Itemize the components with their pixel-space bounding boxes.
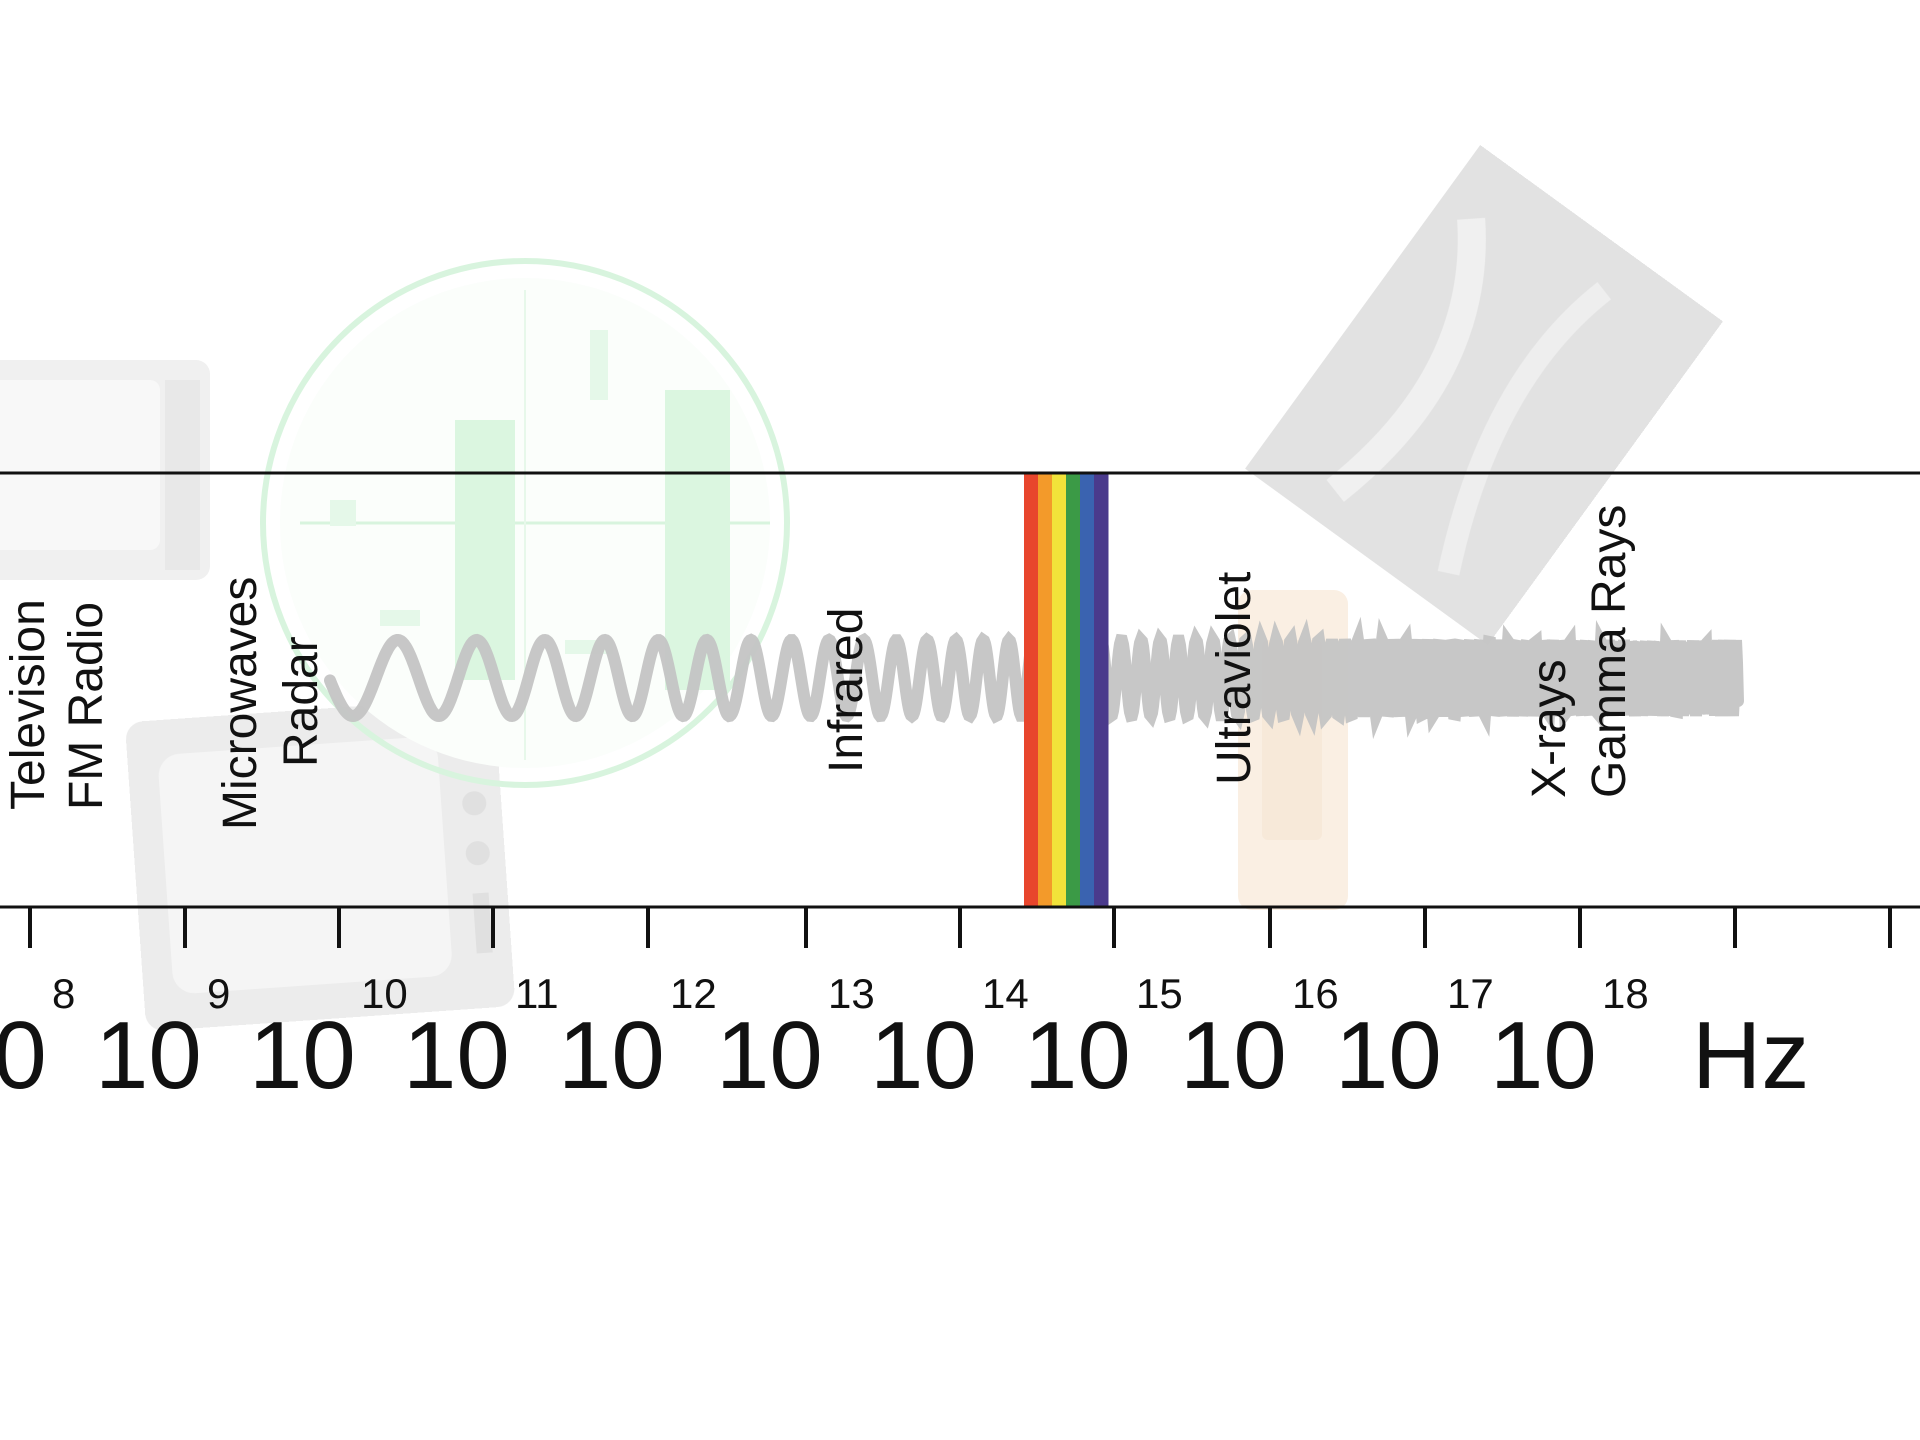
band-label-ultraviolet: Ultraviolet [1208,572,1261,785]
tick-label-exponent: 15 [1136,970,1183,1017]
tick-label-base: 10 [558,1002,665,1109]
frequency-tick-labels: 1081091010101110121013101410151016101710… [0,970,1649,1109]
tick-label-base: 10 [870,1002,977,1109]
spectrum-color-stripe [1052,473,1067,907]
tick-label-base: 10 [403,1002,510,1109]
band-label-gamma-rays: Gamma Rays [1583,505,1636,798]
band-label-radar: Radar [275,636,328,767]
tick-label-exponent: 13 [828,970,875,1017]
visible-spectrum-band [1024,473,1109,907]
frequency-ticks [28,907,1892,948]
tick-label-base: 10 [95,1002,202,1109]
tick-label-exponent: 8 [52,970,75,1017]
tick-label-base: 10 [1024,1002,1131,1109]
tick-label-exponent: 17 [1447,970,1494,1017]
tick-label-exponent: 18 [1602,970,1649,1017]
tick-label-base: 10 [716,1002,823,1109]
tick-label-base: 10 [1335,1002,1442,1109]
television-icon [125,697,515,1031]
spectrum-color-stripe [1024,473,1039,907]
band-label-infrared: Infrared [820,608,873,773]
band-label-x-rays: X-rays [1523,659,1576,798]
frequency-unit-label: Hz [1692,1002,1809,1109]
tick-label-exponent: 9 [207,970,230,1017]
tick-label-exponent: 10 [361,970,408,1017]
spectrum-color-stripe [1038,473,1053,907]
tick-label-exponent: 12 [670,970,717,1017]
band-label-fm-radio: FM Radio [60,602,113,810]
tick-label-base: 10 [1180,1002,1287,1109]
spectrum-color-stripe [1094,473,1109,907]
band-label-microwaves: Microwaves [214,577,267,830]
tick-label-base: 10 [1490,1002,1597,1109]
television-icon [0,360,210,580]
background-illustrations [0,145,1723,1031]
xray-film-icon [1245,145,1723,645]
band-label-television: Television [2,599,55,810]
tick-label-exponent: 11 [515,970,559,1017]
tick-label-exponent: 14 [982,970,1029,1017]
tick-label-base: 10 [249,1002,356,1109]
spectrum-color-stripe [1066,473,1081,907]
spectrum-color-stripe [1080,473,1095,907]
tick-label-base: 10 [0,1002,47,1109]
tick-label-exponent: 16 [1292,970,1339,1017]
